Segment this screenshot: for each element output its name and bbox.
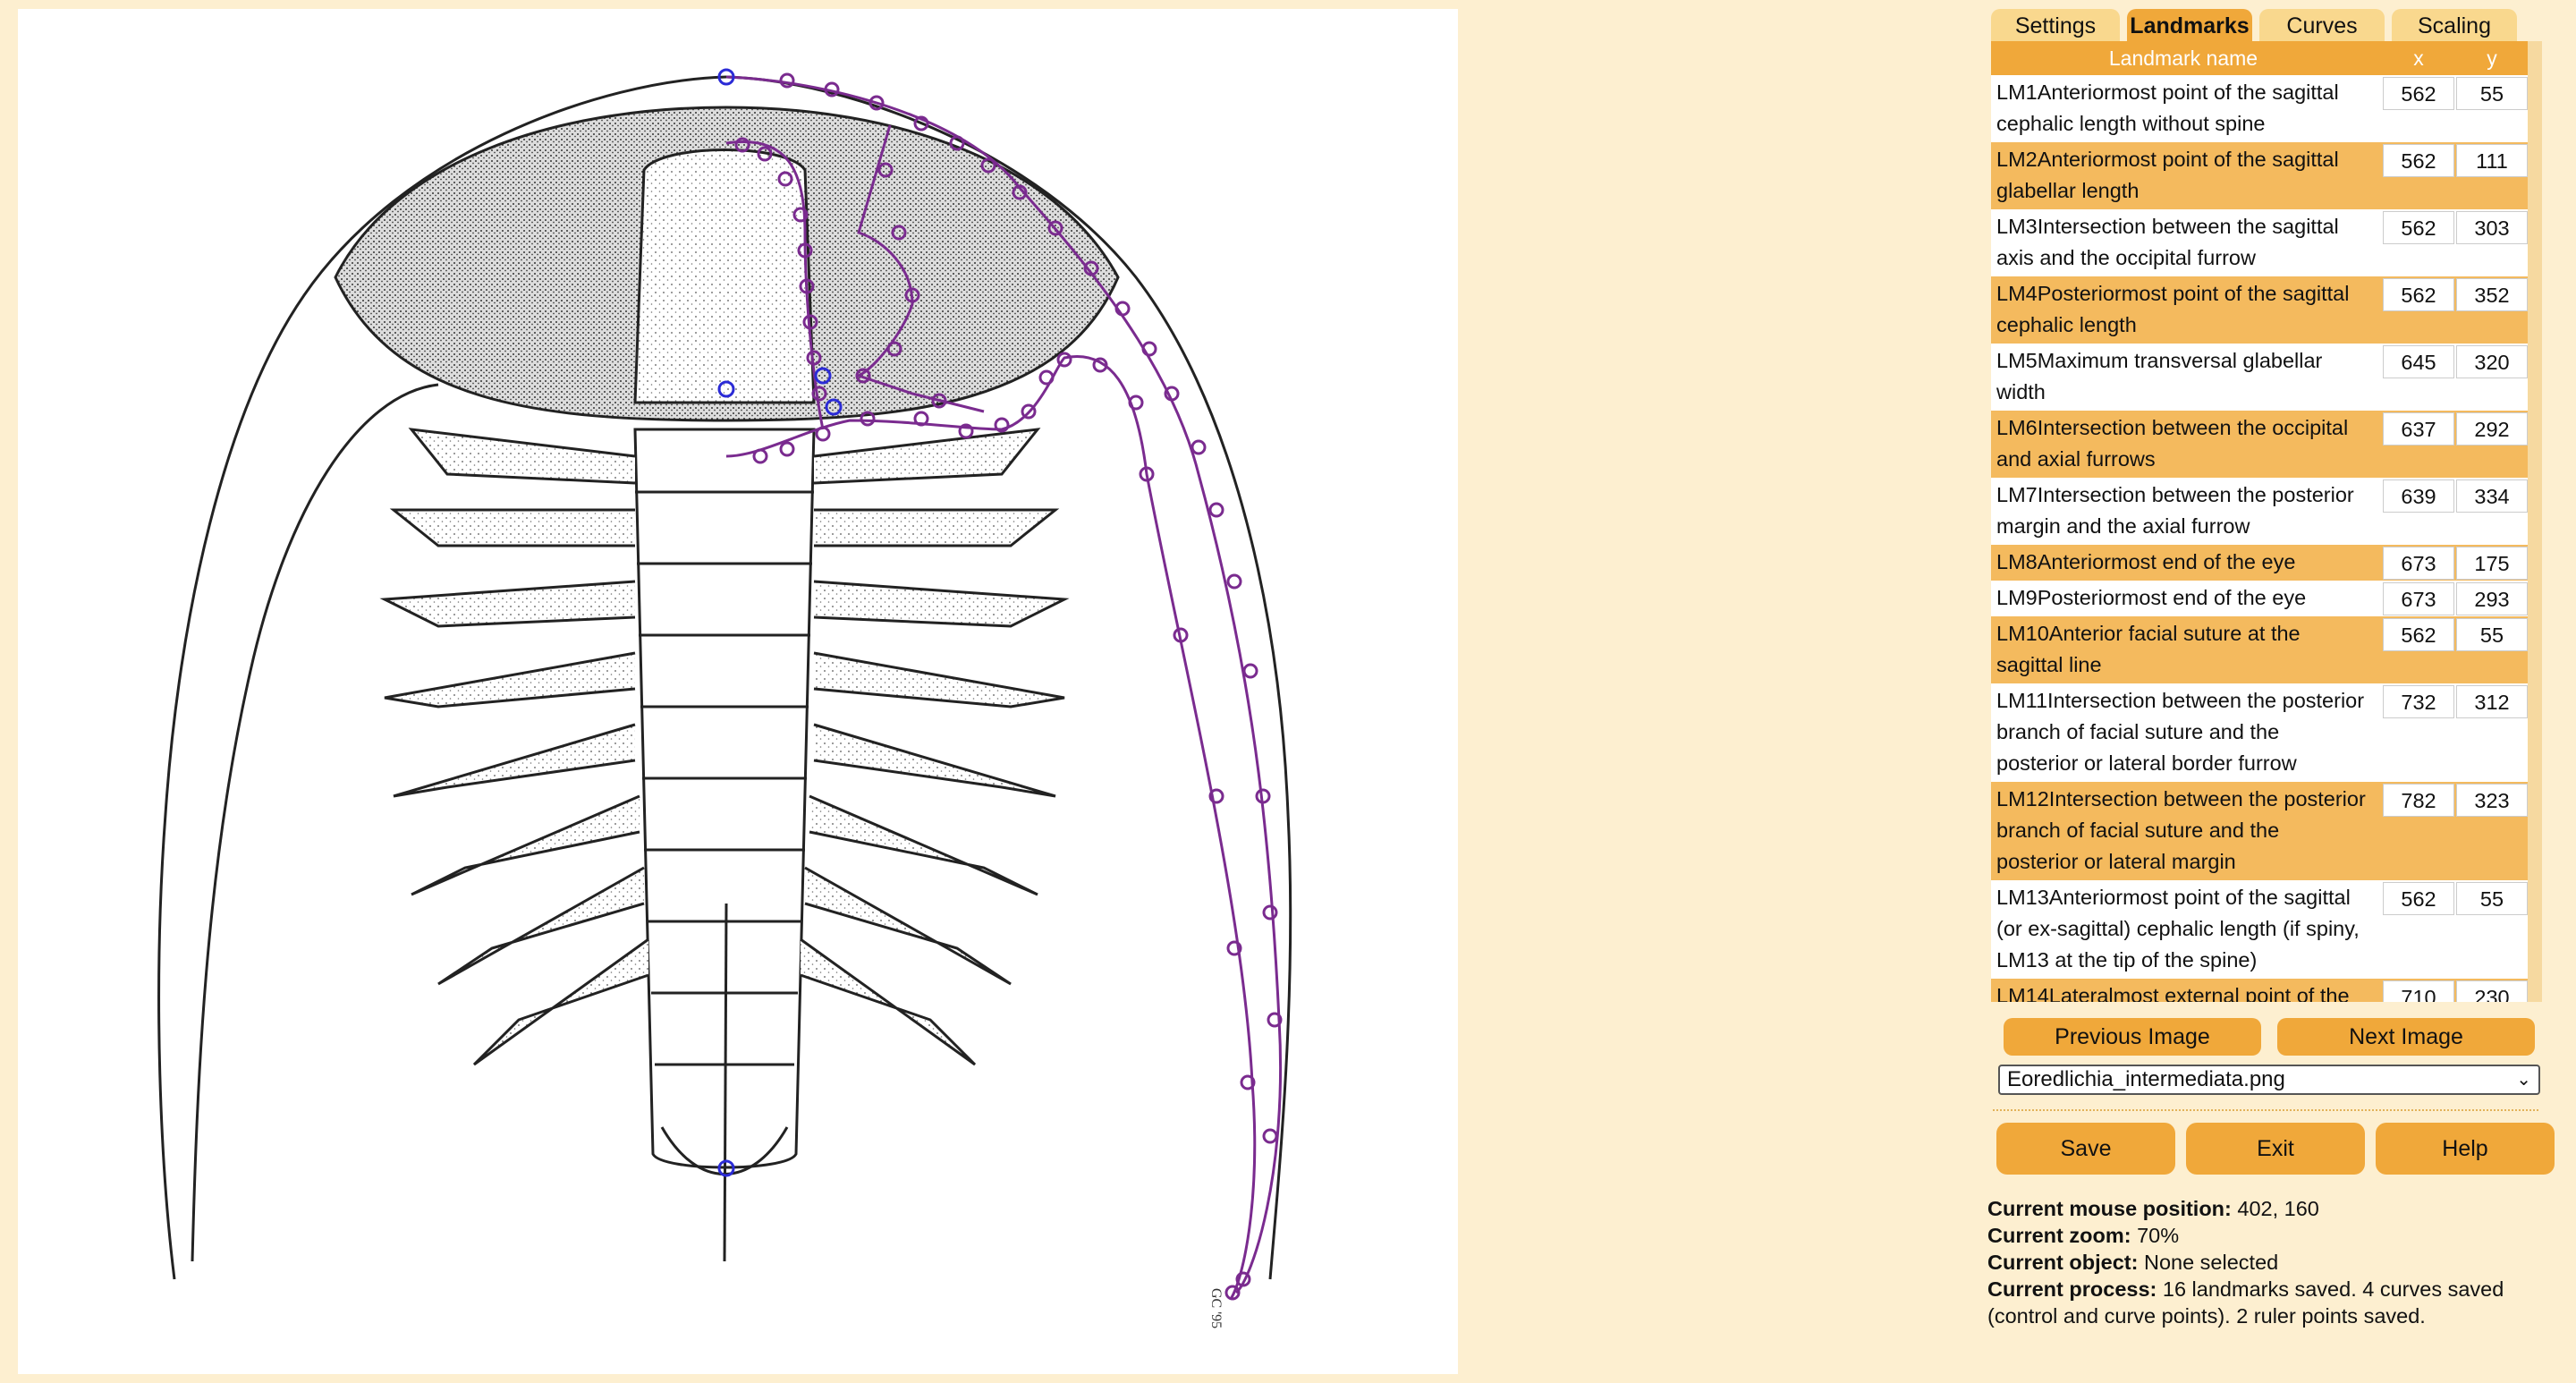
landmark-x-input[interactable]: 562 bbox=[2383, 882, 2454, 915]
landmark-x-input[interactable]: 645 bbox=[2383, 345, 2454, 378]
curve-overlays bbox=[725, 75, 1283, 1300]
tab-curves[interactable]: Curves bbox=[2259, 9, 2385, 41]
landmark-x-input[interactable]: 562 bbox=[2383, 77, 2454, 110]
curve-points[interactable] bbox=[734, 72, 1283, 1301]
landmark-y-input[interactable]: 352 bbox=[2456, 278, 2528, 311]
landmark-x-input[interactable]: 562 bbox=[2383, 618, 2454, 651]
landmark-x-input[interactable]: 562 bbox=[2383, 211, 2454, 244]
landmark-x-input[interactable]: 562 bbox=[2383, 144, 2454, 177]
thorax-segments bbox=[379, 428, 1070, 1169]
landmark-name: LM9Posteriormost end of the eye bbox=[1996, 586, 2307, 609]
table-rows: LM1Anteriormost point of the sagittal ce… bbox=[1991, 75, 2528, 1002]
header-landmark-name: Landmark name bbox=[2108, 47, 2258, 70]
divider bbox=[1993, 1109, 2538, 1111]
table-row[interactable]: LM14Lateralmost external point of the 710… bbox=[1991, 979, 2528, 1002]
landmark-name: LM13Anteriormost point of the sagittal (… bbox=[1996, 886, 2360, 971]
landmark-name: LM11Intersection between the posterior b… bbox=[1996, 689, 2365, 775]
status-object: Current object: None selected bbox=[1987, 1251, 2279, 1274]
table-header: Landmark name x y bbox=[1991, 41, 2528, 75]
tab-scaling[interactable]: Scaling bbox=[2392, 9, 2517, 41]
landmark-name: LM5Maximum transversal glabellar width bbox=[1996, 349, 2323, 403]
status-panel: Current mouse position: 402, 160 Current… bbox=[1987, 1195, 2551, 1329]
table-row[interactable]: LM5Maximum transversal glabellar width 64… bbox=[1991, 344, 2528, 411]
landmark-x-input[interactable]: 782 bbox=[2383, 784, 2454, 817]
tab-settings[interactable]: Settings bbox=[1991, 9, 2120, 41]
landmark-y-input[interactable]: 312 bbox=[2456, 685, 2528, 718]
exit-button[interactable]: Exit bbox=[2186, 1123, 2365, 1175]
status-process: Current process: 16 landmarks saved. 4 c… bbox=[1987, 1277, 2504, 1328]
table-row[interactable]: LM7Intersection between the posterior ma… bbox=[1991, 478, 2528, 545]
landmark-name: LM14Lateralmost external point of the bbox=[1996, 984, 2350, 1002]
save-button[interactable]: Save bbox=[1996, 1123, 2175, 1175]
landmark-x-input[interactable]: 673 bbox=[2383, 582, 2454, 615]
landmark-x-input[interactable]: 562 bbox=[2383, 278, 2454, 311]
header-y: y bbox=[2487, 47, 2497, 70]
status-mouse-position: Current mouse position: 402, 160 bbox=[1987, 1197, 2319, 1220]
status-zoom: Current zoom: 70% bbox=[1987, 1224, 2180, 1247]
landmark-y-input[interactable]: 55 bbox=[2456, 882, 2528, 915]
table-row[interactable]: LM13Anteriormost point of the sagittal (… bbox=[1991, 880, 2528, 979]
landmark-points[interactable] bbox=[717, 68, 843, 1177]
landmark-x-input[interactable]: 710 bbox=[2383, 980, 2454, 1002]
image-canvas[interactable]: GC '95 bbox=[18, 9, 1458, 1374]
landmark-y-input[interactable]: 292 bbox=[2456, 412, 2528, 445]
artist-signature: GC '95 bbox=[1208, 1288, 1224, 1328]
table-row[interactable]: LM2Anteriormost point of the sagittal gl… bbox=[1991, 142, 2528, 209]
chevron-down-icon: ⌄ bbox=[2516, 1070, 2531, 1090]
trilobite-drawing: GC '95 bbox=[157, 68, 1292, 1328]
landmark-name: LM8Anteriormost end of the eye bbox=[1996, 550, 2296, 573]
table-row[interactable]: LM10Anterior facial suture at the sagitt… bbox=[1991, 616, 2528, 683]
table-row[interactable]: LM11Intersection between the posterior b… bbox=[1991, 683, 2528, 782]
landmark-x-input[interactable]: 637 bbox=[2383, 412, 2454, 445]
landmark-y-input[interactable]: 303 bbox=[2456, 211, 2528, 244]
landmark-y-input[interactable]: 55 bbox=[2456, 77, 2528, 110]
landmark-y-input[interactable]: 55 bbox=[2456, 618, 2528, 651]
landmark-name: LM1Anteriormost point of the sagittal ce… bbox=[1996, 81, 2339, 135]
image-file-value: Eoredlichia_intermediata.png bbox=[2007, 1067, 2285, 1091]
landmark-name: LM2Anteriormost point of the sagittal gl… bbox=[1996, 148, 2339, 202]
table-row[interactable]: LM12Intersection between the posterior b… bbox=[1991, 782, 2528, 880]
landmark-y-input[interactable]: 293 bbox=[2456, 582, 2528, 615]
table-row[interactable]: LM1Anteriormost point of the sagittal ce… bbox=[1991, 75, 2528, 142]
header-x: x bbox=[2413, 47, 2424, 70]
table-row[interactable]: LM4Posteriormost point of the sagittal c… bbox=[1991, 276, 2528, 344]
landmark-x-input[interactable]: 732 bbox=[2383, 685, 2454, 718]
landmark-y-input[interactable]: 323 bbox=[2456, 784, 2528, 817]
control-panel: Settings Landmarks Curves Scaling Landma… bbox=[1986, 0, 2558, 1383]
trilobite-outline bbox=[157, 75, 1292, 1280]
landmark-y-input[interactable]: 111 bbox=[2456, 144, 2528, 177]
table-scrollbar[interactable] bbox=[2528, 41, 2542, 1002]
landmark-name: LM7Intersection between the posterior ma… bbox=[1996, 483, 2354, 538]
landmark-name: LM6Intersection between the occipital an… bbox=[1996, 416, 2349, 471]
table-row[interactable]: LM6Intersection between the occipital an… bbox=[1991, 411, 2528, 478]
landmark-x-input[interactable]: 673 bbox=[2383, 547, 2454, 580]
tab-bar: Settings Landmarks Curves Scaling bbox=[1991, 9, 2517, 41]
landmark-name: LM10Anterior facial suture at the sagitt… bbox=[1996, 622, 2301, 676]
help-button[interactable]: Help bbox=[2376, 1123, 2555, 1175]
tab-landmarks[interactable]: Landmarks bbox=[2127, 9, 2252, 41]
landmark-y-input[interactable]: 320 bbox=[2456, 345, 2528, 378]
landmark-name: LM3Intersection between the sagittal axi… bbox=[1996, 215, 2339, 269]
image-file-select[interactable]: Eoredlichia_intermediata.png ⌄ bbox=[1998, 1065, 2540, 1095]
previous-image-button[interactable]: Previous Image bbox=[2004, 1018, 2261, 1056]
landmark-table[interactable]: Landmark name x y LM1Anteriormost point … bbox=[1991, 41, 2542, 1002]
landmark-name: LM4Posteriormost point of the sagittal c… bbox=[1996, 282, 2350, 336]
landmark-y-input[interactable]: 334 bbox=[2456, 479, 2528, 513]
table-row[interactable]: LM3Intersection between the sagittal axi… bbox=[1991, 209, 2528, 276]
landmark-y-input[interactable]: 230 bbox=[2456, 980, 2528, 1002]
landmark-x-input[interactable]: 639 bbox=[2383, 479, 2454, 513]
landmark-name: LM12Intersection between the posterior b… bbox=[1996, 787, 2366, 873]
next-image-button[interactable]: Next Image bbox=[2277, 1018, 2535, 1056]
landmark-y-input[interactable]: 175 bbox=[2456, 547, 2528, 580]
